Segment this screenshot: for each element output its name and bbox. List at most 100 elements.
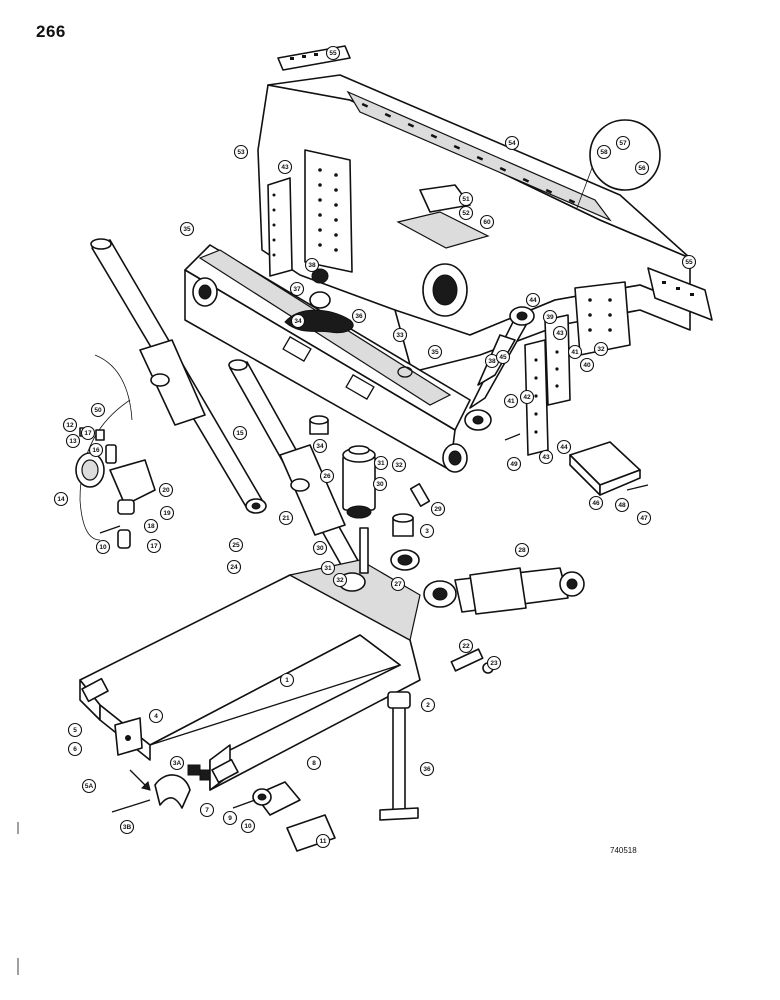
callout-label: 37 xyxy=(293,286,301,293)
callout-4: 4 xyxy=(148,708,164,724)
callout-label: 50 xyxy=(94,407,102,414)
end-bit-left xyxy=(277,45,351,71)
callout-19: 19 xyxy=(159,505,175,521)
callout-label: 6 xyxy=(73,746,77,753)
callout-57: 57 xyxy=(615,135,631,151)
callout-label: 48 xyxy=(618,502,626,509)
callout-label: 1 xyxy=(285,677,289,684)
callout-10: 10 xyxy=(95,539,111,555)
callout-label: 7 xyxy=(205,807,209,814)
callout-label: 49 xyxy=(510,461,518,468)
pin-22 xyxy=(450,648,494,674)
callout-label: 22 xyxy=(462,643,470,650)
bushing-34 xyxy=(309,415,329,435)
callout-40: 40 xyxy=(579,357,595,373)
callout-36: 36 xyxy=(419,761,435,777)
callout-label: 43 xyxy=(556,330,564,337)
page-number: 266 xyxy=(36,22,66,41)
callout-3: 3 xyxy=(419,523,435,539)
callout-34: 34 xyxy=(312,438,328,454)
callout-label: 31 xyxy=(377,460,385,467)
callout-label: 5 xyxy=(73,727,77,734)
callout-label: 44 xyxy=(560,444,568,451)
callout-5a: 5A xyxy=(81,778,97,794)
fastener-bolts xyxy=(99,433,649,813)
callout-10: 10 xyxy=(240,818,256,834)
callout-label: 35 xyxy=(431,349,439,356)
callout-label: 36 xyxy=(355,313,363,320)
callout-label: 45 xyxy=(499,354,507,361)
callout-label: 4 xyxy=(154,713,158,720)
callout-label: 54 xyxy=(508,140,516,147)
callout-55: 55 xyxy=(681,254,697,270)
callout-27: 27 xyxy=(390,576,406,592)
callout-label: 41 xyxy=(507,398,515,405)
callout-3a: 3A xyxy=(169,755,185,771)
callout-label: 13 xyxy=(69,438,77,445)
callout-label: 16 xyxy=(92,447,100,454)
a-frame-1 xyxy=(79,527,421,791)
callout-25: 25 xyxy=(228,537,244,553)
callout-22: 22 xyxy=(458,638,474,654)
callout-30: 30 xyxy=(312,540,328,556)
callout-31: 31 xyxy=(320,560,336,576)
callout-30: 30 xyxy=(372,476,388,492)
callout-18: 18 xyxy=(143,518,159,534)
callout-45: 45 xyxy=(495,349,511,365)
callout-35: 35 xyxy=(179,221,195,237)
callout-label: 25 xyxy=(232,542,240,549)
callout-label: 28 xyxy=(518,547,526,554)
callout-7: 7 xyxy=(199,802,215,818)
callout-label: 55 xyxy=(685,259,693,266)
callout-21: 21 xyxy=(278,510,294,526)
callout-label: 19 xyxy=(163,510,171,517)
callout-label: 27 xyxy=(394,581,402,588)
callout-label: 15 xyxy=(236,430,244,437)
callout-5: 5 xyxy=(67,722,83,738)
jack-stand-36 xyxy=(379,691,419,821)
callout-label: 41 xyxy=(571,349,579,356)
callout-16: 16 xyxy=(88,442,104,458)
callout-6: 6 xyxy=(67,741,83,757)
callout-12: 12 xyxy=(62,417,78,433)
callout-label: 33 xyxy=(396,332,404,339)
callout-label: 34 xyxy=(294,318,302,325)
callout-label: 46 xyxy=(592,500,600,507)
bracket-46 xyxy=(569,441,641,496)
callout-label: 30 xyxy=(376,481,384,488)
bracket-4 xyxy=(114,717,143,756)
callout-label: 29 xyxy=(434,506,442,513)
callout-1: 1 xyxy=(279,672,295,688)
trunnion-parts-left xyxy=(75,354,156,549)
drawing-code: 740518 xyxy=(610,846,637,855)
callout-42: 42 xyxy=(519,389,535,405)
callout-60: 60 xyxy=(479,214,495,230)
callout-label: 14 xyxy=(57,496,65,503)
callout-label: 42 xyxy=(523,394,531,401)
callout-14: 14 xyxy=(53,491,69,507)
bracket-8 xyxy=(252,781,301,816)
callout-label: 39 xyxy=(546,314,554,321)
callout-label: 8 xyxy=(312,760,316,767)
callout-label: 10 xyxy=(244,823,252,830)
callout-43: 43 xyxy=(277,159,293,175)
callout-label: 58 xyxy=(600,149,608,156)
callout-label: 24 xyxy=(230,564,238,571)
push-beam-33 xyxy=(184,244,471,473)
callout-28: 28 xyxy=(514,542,530,558)
callout-32: 32 xyxy=(593,341,609,357)
callout-44: 44 xyxy=(525,292,541,308)
callout-34: 34 xyxy=(290,313,306,329)
callout-label: 3B xyxy=(123,824,132,831)
callout-8: 8 xyxy=(306,755,322,771)
callout-31: 31 xyxy=(373,455,389,471)
callout-52: 52 xyxy=(458,205,474,221)
callout-11: 11 xyxy=(315,833,331,849)
callout-label: 3 xyxy=(425,528,429,535)
callout-47: 47 xyxy=(636,510,652,526)
callout-20: 20 xyxy=(158,482,174,498)
callout-15: 15 xyxy=(232,425,248,441)
callout-50: 50 xyxy=(90,402,106,418)
callout-32: 32 xyxy=(391,457,407,473)
